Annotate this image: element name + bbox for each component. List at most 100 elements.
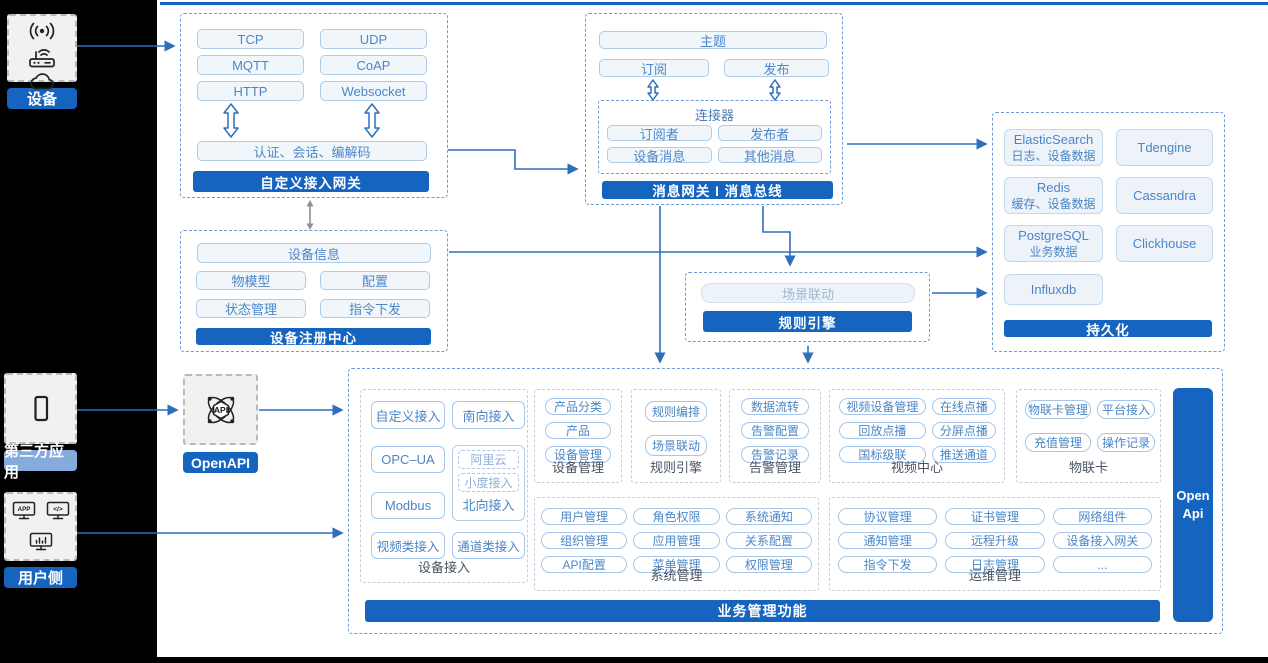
section-label: 设备管理 — [551, 460, 604, 475]
registry-pill: 物模型 — [196, 271, 306, 290]
db-sub: 业务数据 — [1029, 244, 1078, 259]
section-label: 物联卡 — [1068, 460, 1108, 475]
feature-pill: 证书管理 — [945, 508, 1045, 525]
db-name: Cassandra — [1133, 188, 1196, 203]
feature-pill: 远程升级 — [945, 532, 1045, 549]
feature-pill: 系统通知 — [725, 508, 812, 525]
auth-session-codec-pill: 认证、会话、编解码 — [197, 141, 427, 161]
feature-pill: 网络组件 — [1052, 508, 1152, 525]
registry-pill: 配置 — [320, 271, 430, 290]
connector-grid: 订阅者发布者设备消息其他消息 — [607, 125, 822, 164]
custom-gateway-bar: 自定义接入网关 — [193, 171, 429, 192]
section-iot-card: 物联卡管理平台接入充值管理操作记录 物联卡 — [1016, 389, 1161, 483]
persistence-box: ElasticSearch 日志、设备数据 Tdengine Redis 缓存、… — [992, 112, 1225, 352]
access-pill: Modbus — [371, 492, 445, 519]
feature-pill: 关系配置 — [725, 532, 812, 549]
feature-pill: 国标级联 — [839, 446, 926, 463]
openapi-label: OpenAPI — [183, 452, 258, 473]
protocol-pill: TCP — [197, 29, 304, 49]
feature-pill: 充值管理 — [1025, 433, 1091, 452]
connector-title: 连接器 — [694, 108, 734, 123]
section-label: 系统管理 — [650, 568, 703, 583]
feature-pill: 用户管理 — [541, 508, 628, 525]
feature-pill: 菜单管理 — [633, 556, 720, 573]
section-alarm: 数据流转告警配置告警记录 告警管理 — [729, 389, 821, 483]
connector-pill: 发布者 — [717, 125, 822, 142]
feature-pill: API配置 — [541, 556, 628, 573]
section-label: 设备接入 — [417, 560, 470, 575]
edge-gateway-to-bus — [448, 149, 579, 175]
connector-pill: 设备消息 — [607, 147, 712, 164]
subscribe-pill: 订阅 — [599, 59, 709, 77]
db-sub: 日志、设备数据 — [1011, 148, 1096, 163]
connector-box: 连接器 订阅者发布者设备消息其他消息 — [598, 100, 831, 174]
device-icons-box — [7, 14, 77, 90]
section-label: 视频中心 — [890, 460, 943, 475]
feature-pill: 产品 — [545, 422, 611, 439]
feature-pill: 场景联动 — [645, 435, 707, 456]
db-pill: Clickhouse — [1116, 225, 1213, 262]
feature-pill: 组织管理 — [541, 532, 628, 549]
section-label: 运维管理 — [968, 568, 1021, 583]
app-window-icon: APP — [12, 502, 35, 520]
protocol-pill: HTTP — [197, 81, 304, 101]
registry-pill: 指令下发 — [320, 299, 430, 318]
north-access-composite: 阿里云 小度接入 北向接入 — [452, 445, 525, 521]
north-dashed-pill: 小度接入 — [458, 473, 519, 492]
thirdparty-label: 第三方应用 — [4, 443, 77, 481]
protocol-pill: UDP — [320, 29, 427, 49]
north-dashed-pill: 阿里云 — [458, 450, 519, 469]
section-device-mgmt: 产品分类产品设备管理 设备管理 — [534, 389, 622, 483]
thirdparty-icons-box — [4, 373, 77, 444]
db-pill: Cassandra — [1116, 177, 1213, 214]
section-label: 告警管理 — [748, 460, 801, 475]
router-icon — [29, 49, 55, 68]
access-pill: 通道类接入 — [452, 532, 525, 559]
feature-pill: 设备接入网关 — [1052, 532, 1152, 549]
device-registry-box: 设备信息 物模型配置状态管理指令下发 设备注册中心 — [180, 230, 448, 352]
message-bus-bar: 消息网关 I 消息总线 — [602, 181, 833, 199]
feature-pill: 视频设备管理 — [839, 398, 926, 415]
db-pill: PostgreSQL 业务数据 — [1004, 225, 1103, 262]
registry-grid: 物模型配置状态管理指令下发 — [196, 271, 430, 318]
section-ops: 协议管理证书管理网络组件通知管理远程升级设备接入网关指令下发日志管理... 运维… — [829, 497, 1161, 591]
bottom-black-strip — [0, 657, 1268, 663]
connector-pill: 订阅者 — [607, 125, 712, 142]
rule-engine-bar: 规则引擎 — [703, 311, 912, 332]
section-label: 规则引擎 — [649, 460, 702, 475]
code-window-icon: </> — [46, 502, 69, 520]
chart-window-icon — [29, 532, 52, 550]
svg-text:APP: APP — [17, 506, 30, 513]
scene-linkage-pill: 场景联动 — [701, 283, 915, 303]
feature-pill: 告警记录 — [741, 446, 809, 463]
db-pill: Influxdb — [1004, 274, 1103, 305]
business-bar: 业务管理功能 — [365, 600, 1160, 622]
radio-waves-icon — [29, 22, 55, 40]
publish-pill: 发布 — [724, 59, 829, 77]
persistence-bar: 持久化 — [1004, 320, 1212, 338]
db-pill: ElasticSearch 日志、设备数据 — [1004, 129, 1103, 166]
feature-pill: 设备管理 — [545, 446, 611, 463]
protocol-pill: MQTT — [197, 55, 304, 75]
device-mgmt-list: 产品分类产品设备管理 — [545, 398, 611, 463]
db-name: Influxdb — [1030, 282, 1077, 297]
north-access-label: 北向接入 — [462, 497, 515, 513]
access-pill: OPC–UA — [371, 446, 445, 473]
svg-text:</>: </> — [53, 506, 63, 513]
device-label: 设备 — [7, 88, 77, 109]
openapi-group: API OpenAPI — [183, 374, 258, 473]
video-grid: 视频设备管理在线点播回放点播分屏点播国标级联推送通道 — [839, 398, 996, 463]
cloud-icon — [30, 73, 54, 90]
device-registry-bar: 设备注册中心 — [196, 328, 431, 346]
protocol-pill: Websocket — [320, 81, 427, 101]
userside-icons-box: APP </> — [4, 492, 77, 561]
feature-pill: 通知管理 — [838, 532, 938, 549]
db-name: Clickhouse — [1132, 236, 1197, 251]
feature-pill: 回放点播 — [839, 422, 926, 439]
access-pill: 视频类接入 — [371, 532, 445, 559]
db-name: Tdengine — [1137, 140, 1192, 155]
feature-pill: 日志管理 — [945, 556, 1045, 573]
phone-icon — [33, 395, 48, 421]
db-name: Redis — [1036, 179, 1071, 195]
